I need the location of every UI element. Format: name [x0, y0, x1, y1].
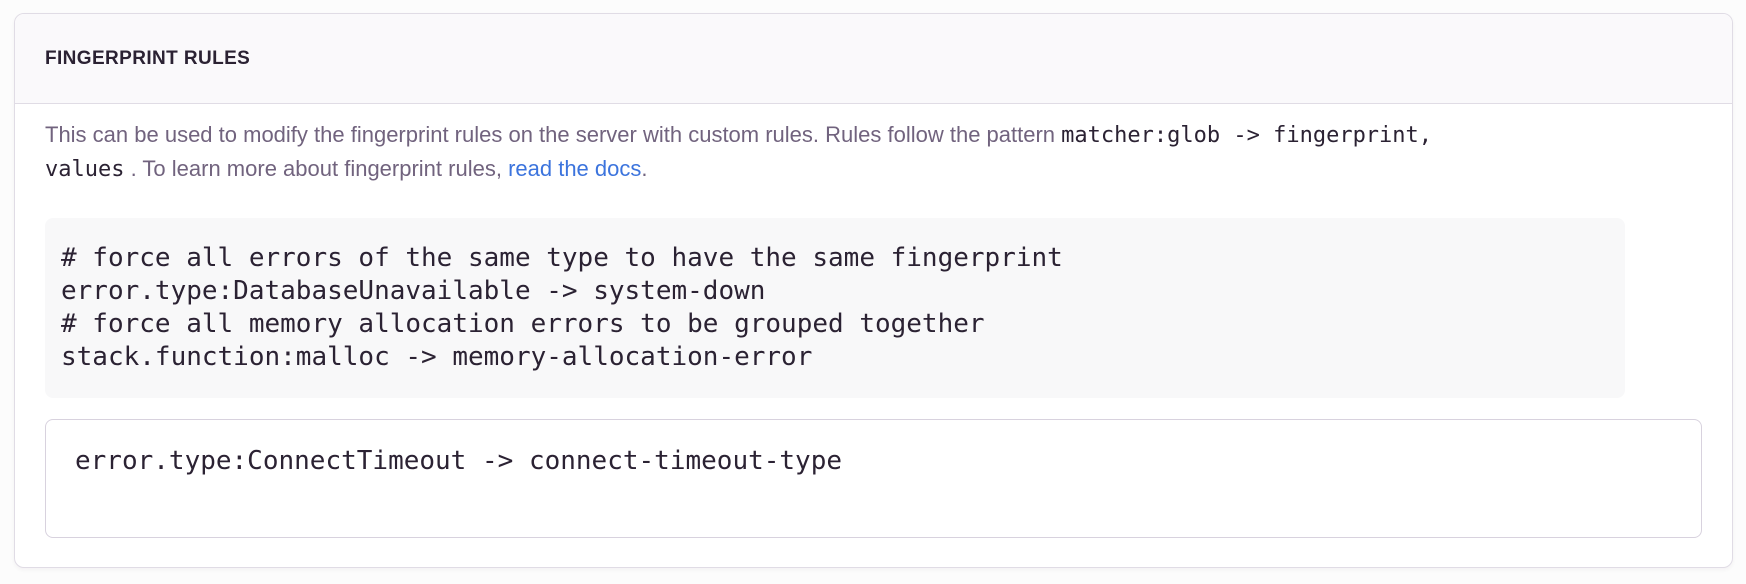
- read-the-docs-link[interactable]: read the docs: [508, 156, 642, 181]
- example-code-block: # force all errors of the same type to h…: [45, 218, 1625, 398]
- panel-title: FINGERPRINT RULES: [45, 47, 251, 69]
- fingerprint-rules-input[interactable]: error.type:ConnectTimeout -> connect-tim…: [45, 419, 1702, 538]
- pattern-inline-code: matcher:glob -> fingerprint, values: [45, 123, 1432, 182]
- panel-header: FINGERPRINT RULES: [15, 14, 1732, 104]
- fingerprint-rules-panel: FINGERPRINT RULES This can be used to mo…: [14, 13, 1733, 568]
- help-text-segment-after-pattern: . To learn more about fingerprint rules,: [124, 156, 509, 181]
- help-text: This can be used to modify the fingerpri…: [45, 118, 1702, 186]
- help-text-segment-after-link: .: [641, 156, 648, 181]
- pattern-code-line-1: matcher:glob -> fingerprint,: [1061, 123, 1433, 148]
- help-text-segment-before-pattern: This can be used to modify the fingerpri…: [45, 122, 1062, 147]
- panel-body: This can be used to modify the fingerpri…: [15, 104, 1732, 569]
- pattern-code-line-2: values: [45, 157, 125, 182]
